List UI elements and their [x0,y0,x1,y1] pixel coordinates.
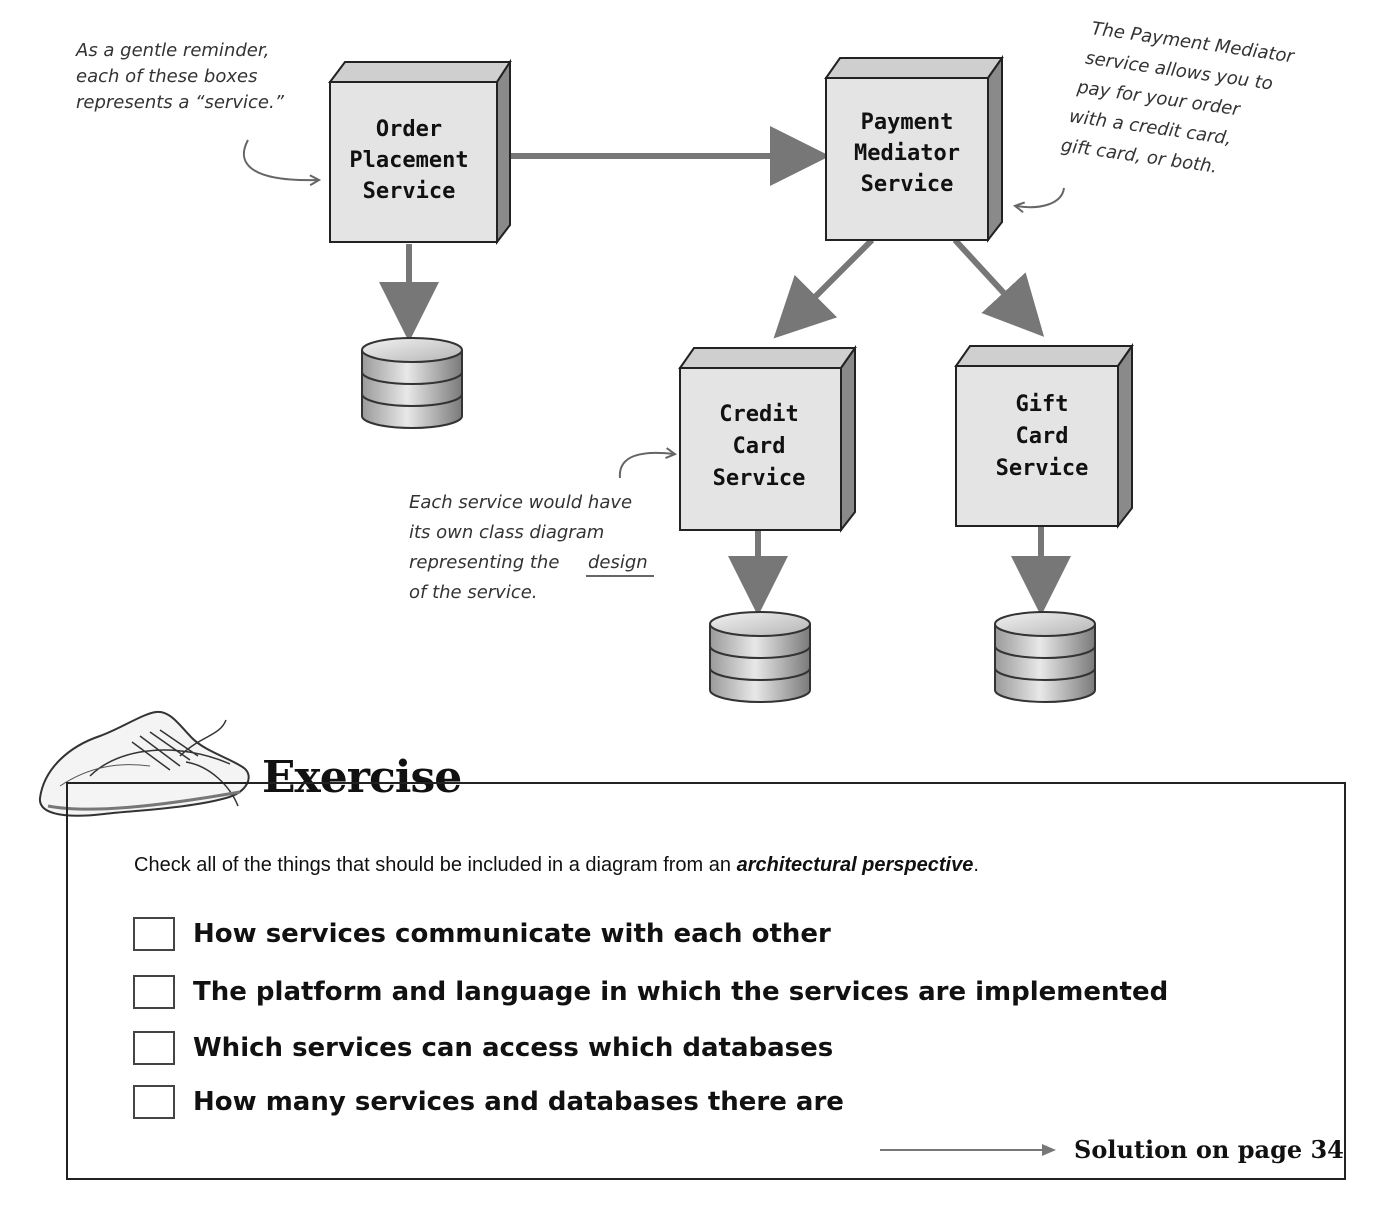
option-label: How services communicate with each other [193,919,831,949]
service-box-credit-card: Credit Card Service [678,344,857,533]
option-checkbox[interactable] [133,975,175,1009]
arrow-payment-to-gift [952,237,1045,337]
service-label-line: Order [376,117,442,142]
option-checkbox[interactable] [133,1085,175,1119]
annotation-line: Each service would have [409,492,632,513]
database-icon-order [361,337,463,429]
service-label-line: Payment [861,110,954,135]
service-box-payment-mediator: Payment Mediator Service [824,54,1004,243]
option-label: Which services can access which database… [193,1033,834,1063]
instruction-text: Check all of the things that should be i… [134,854,737,876]
instruction-emphasis: architectural perspective [736,854,974,876]
option-row[interactable]: The platform and language in which the s… [133,972,1168,1012]
annotation-underlined-word: design [588,552,648,573]
service-label-line: Service [996,456,1089,481]
sneakers-illustration [38,710,250,817]
arrow-payment-to-credit [773,237,875,339]
architecture-diagram: Order Placement Service Payment Mediator… [75,18,1297,703]
option-row[interactable]: Which services can access which database… [133,1028,833,1068]
service-box-gift-card: Gift Card Service [954,342,1134,529]
service-box-order-placement: Order Placement Service [328,58,512,245]
database-icon-credit [709,611,811,703]
exercise-instruction: Check all of the things that should be i… [134,854,979,877]
option-checkbox[interactable] [133,1031,175,1065]
annotation-line: representing the [409,552,559,573]
service-label-line: Service [861,172,954,197]
service-label-line: Service [713,466,806,491]
database-icon-gift [994,611,1096,703]
annotation-arrow [618,453,674,479]
annotation-line: As a gentle reminder, [75,40,269,61]
annotation-class-diagram: Each service would have its own class di… [409,453,674,603]
option-label: How many services and databases there ar… [193,1087,844,1117]
option-label: The platform and language in which the s… [193,977,1169,1007]
service-label-line: Card [1016,424,1069,449]
instruction-end: . [973,854,979,876]
annotation-arrow [1016,187,1065,207]
exercise-title: Exercise [262,752,462,803]
annotation-line: its own class diagram [409,522,604,543]
annotation-line: represents a “service.” [76,92,285,113]
annotation-payment-mediator: The Payment Mediator service allows you … [1060,18,1297,178]
exercise-box [66,782,1346,1180]
service-label-line: Gift [1016,392,1069,417]
solution-arrow-icon [880,1144,1056,1156]
service-label-line: Credit [719,402,798,427]
annotation-arrow [243,139,318,180]
option-row[interactable]: How services communicate with each other [133,914,831,954]
service-label-line: Service [363,179,456,204]
annotation-line: of the service. [409,582,538,603]
solution-link[interactable]: Solution on page 34 [1074,1135,1344,1164]
option-checkbox[interactable] [133,917,175,951]
option-row[interactable]: How many services and databases there ar… [133,1082,844,1122]
annotation-service-reminder: As a gentle reminder, each of these boxe… [75,40,318,180]
service-label-line: Mediator [854,141,960,166]
service-label-line: Placement [349,148,468,173]
service-label-line: Card [733,434,786,459]
annotation-line: each of these boxes [76,66,257,87]
